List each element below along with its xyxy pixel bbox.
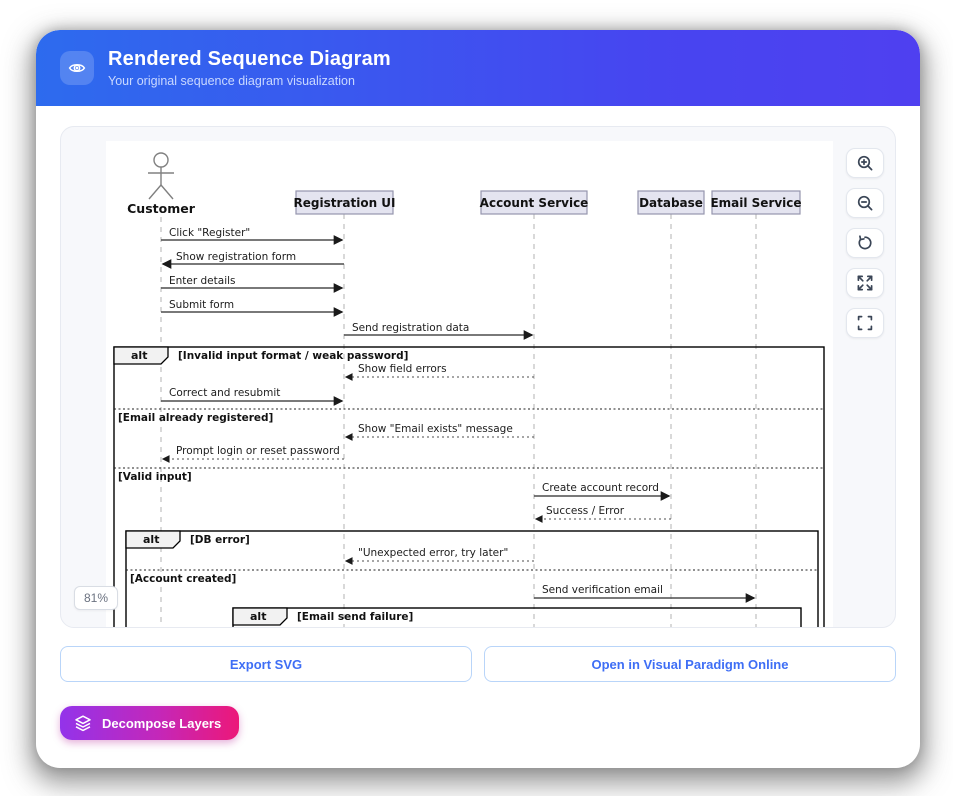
content-area: Customer Registration UI Account Service… — [36, 106, 920, 740]
reset-icon — [858, 235, 872, 250]
message-prompt-login: Prompt login or reset password — [161, 445, 344, 463]
svg-text:Success / Error: Success / Error — [546, 505, 625, 517]
svg-text:Account Service: Account Service — [480, 196, 589, 210]
app-card: Rendered Sequence Diagram Your original … — [36, 30, 920, 768]
reset-view-button[interactable] — [846, 228, 884, 258]
message-success-error: Success / Error — [534, 505, 671, 523]
svg-text:alt: alt — [143, 533, 159, 546]
footer-actions: Export SVG Open in Visual Paradigm Onlin… — [60, 646, 896, 682]
svg-text:Prompt login or reset password: Prompt login or reset password — [176, 445, 340, 457]
svg-text:Database: Database — [639, 196, 703, 210]
svg-text:Show field errors: Show field errors — [358, 363, 447, 375]
decompose-layers-button[interactable]: Decompose Layers — [60, 706, 240, 740]
svg-text:[Valid input]: [Valid input] — [118, 471, 192, 483]
sequence-diagram-svg: Customer Registration UI Account Service… — [113, 152, 825, 627]
fullscreen-icon — [857, 315, 873, 331]
svg-text:Email Service: Email Service — [710, 196, 801, 210]
page-title: Rendered Sequence Diagram — [108, 48, 391, 70]
eye-icon — [60, 51, 94, 85]
message-click-register: Click "Register" — [161, 227, 344, 245]
message-send-verification-email: Send verification email — [534, 584, 756, 603]
alt-divider-email-registered: [Email already registered] — [114, 408, 824, 424]
viewer-controls — [846, 148, 884, 338]
message-submit-form: Submit form — [161, 299, 344, 317]
page-subtitle: Your original sequence diagram visualiza… — [108, 74, 355, 88]
zoom-out-button[interactable] — [846, 188, 884, 218]
svg-text:[Account created]: [Account created] — [130, 573, 236, 585]
alt-frame-outer: alt [Invalid input format / weak passwor… — [113, 346, 825, 627]
alt-divider-valid-input: [Valid input] — [114, 467, 824, 483]
message-send-registration-data: Send registration data — [344, 322, 534, 340]
svg-text:"Unexpected error, try later": "Unexpected error, try later" — [358, 547, 508, 559]
participant-registration-ui: Registration UI — [294, 190, 396, 215]
expand-button[interactable] — [846, 268, 884, 298]
decompose-layers-label: Decompose Layers — [102, 715, 222, 731]
svg-text:alt: alt — [250, 610, 266, 623]
layers-icon — [75, 715, 91, 732]
open-visual-paradigm-button[interactable]: Open in Visual Paradigm Online — [484, 646, 896, 682]
actor-label: Customer — [127, 201, 196, 216]
message-show-field-errors: Show field errors — [344, 363, 534, 381]
message-correct-and-resubmit: Correct and resubmit — [161, 387, 344, 406]
alt-frame-email: alt [Email send failure] — [232, 607, 802, 627]
actor-customer: Customer — [127, 152, 196, 216]
svg-text:Click "Register": Click "Register" — [169, 227, 250, 239]
message-unexpected-error: "Unexpected error, try later" — [344, 547, 534, 565]
app-header: Rendered Sequence Diagram Your original … — [36, 30, 920, 106]
svg-text:[Email already registered]: [Email already registered] — [118, 412, 273, 424]
diagram-viewer-panel: Customer Registration UI Account Service… — [60, 126, 896, 628]
zoom-in-button[interactable] — [846, 148, 884, 178]
expand-icon — [857, 275, 873, 291]
fullscreen-button[interactable] — [846, 308, 884, 338]
svg-text:[Invalid input format / weak p: [Invalid input format / weak password] — [178, 350, 408, 362]
svg-text:Enter details: Enter details — [169, 275, 236, 287]
svg-text:Show registration form: Show registration form — [176, 251, 296, 263]
svg-text:Create account record: Create account record — [542, 482, 659, 494]
participant-email-service: Email Service — [710, 190, 802, 215]
svg-text:Submit form: Submit form — [169, 299, 234, 311]
svg-text:[DB error]: [DB error] — [190, 534, 250, 546]
export-svg-button[interactable]: Export SVG — [60, 646, 472, 682]
message-email-exists: Show "Email exists" message — [344, 423, 534, 441]
zoom-level-badge: 81% — [74, 586, 119, 610]
sequence-diagram-canvas[interactable]: Customer Registration UI Account Service… — [106, 141, 833, 627]
svg-text:Send verification email: Send verification email — [542, 584, 663, 596]
zoom-in-icon — [857, 155, 873, 171]
zoom-out-icon — [857, 195, 873, 211]
svg-text:Show "Email exists" message: Show "Email exists" message — [358, 423, 513, 435]
svg-text:Registration UI: Registration UI — [294, 196, 396, 210]
header-text: Rendered Sequence Diagram Your original … — [108, 48, 391, 88]
message-show-registration-form: Show registration form — [161, 251, 344, 269]
message-enter-details: Enter details — [161, 275, 344, 293]
alt-divider-account-created: [Account created] — [126, 569, 818, 585]
svg-text:Send registration data: Send registration data — [352, 322, 469, 334]
alt-frame-db: alt [DB error] — [125, 530, 819, 627]
participant-database: Database — [637, 190, 705, 215]
message-create-account-record: Create account record — [534, 482, 671, 501]
svg-text:Correct and resubmit: Correct and resubmit — [169, 387, 280, 399]
svg-text:alt: alt — [131, 349, 147, 362]
lifelines — [160, 214, 757, 627]
participant-account-service: Account Service — [480, 190, 589, 215]
svg-text:[Email send failure]: [Email send failure] — [297, 611, 413, 623]
